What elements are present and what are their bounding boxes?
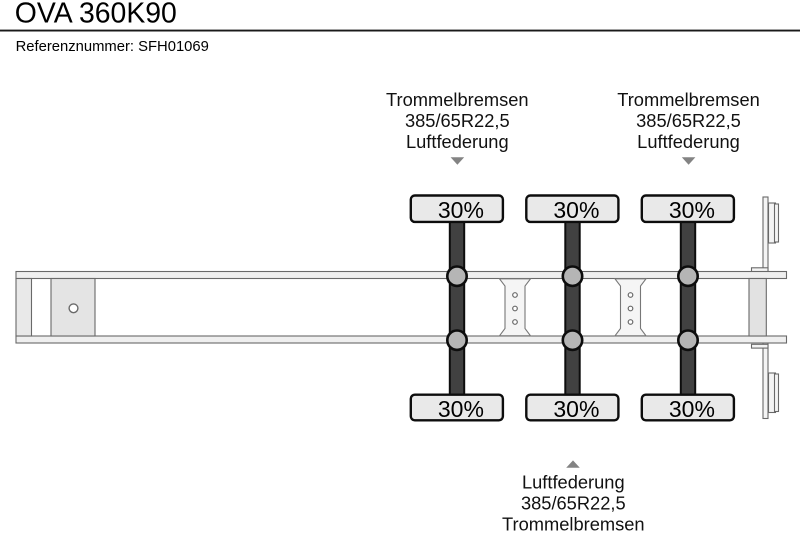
svg-text:Referenznummer: SFH01069: Referenznummer: SFH01069 [16,39,209,55]
svg-text:30%: 30% [553,197,599,223]
svg-text:Trommelbremsen: Trommelbremsen [386,89,529,110]
svg-text:30%: 30% [669,396,715,422]
svg-text:30%: 30% [553,396,599,422]
svg-text:Trommelbremsen: Trommelbremsen [617,89,760,110]
svg-text:30%: 30% [438,396,484,422]
svg-text:OVA 360K90: OVA 360K90 [15,0,177,29]
svg-text:30%: 30% [669,197,715,223]
svg-text:385/65R22,5: 385/65R22,5 [521,492,626,513]
svg-text:Luftfederung: Luftfederung [406,131,509,152]
svg-text:Trommelbremsen: Trommelbremsen [502,513,645,534]
svg-text:385/65R22,5: 385/65R22,5 [636,110,741,131]
svg-text:Luftfederung: Luftfederung [637,131,740,152]
svg-text:Luftfederung: Luftfederung [522,471,625,492]
svg-text:385/65R22,5: 385/65R22,5 [405,110,510,131]
svg-text:30%: 30% [438,197,484,223]
